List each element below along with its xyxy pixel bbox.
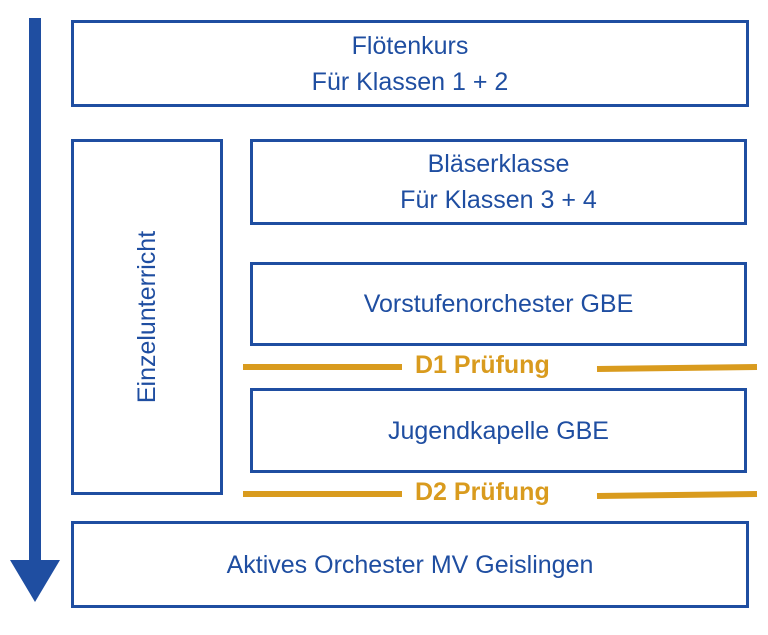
einzelunterricht-box: Einzelunterricht [71,139,223,495]
blaeserklasse-title: Bläserklasse [427,150,570,178]
progression-arrow-head [10,560,60,602]
d1-exam-label: D1 Prüfung [415,351,550,379]
floetenkurs-box: Flötenkurs Für Klassen 1 + 2 [71,20,749,107]
aktives-orchester-box: Aktives Orchester MV Geislingen [71,521,749,608]
jugendkapelle-label: Jugendkapelle GBE [388,416,609,445]
d2-separator-right [596,491,758,499]
vorstufenorchester-box: Vorstufenorchester GBE [250,262,747,346]
d1-separator-right [596,364,758,372]
blaeserklasse-subtitle: Für Klassen 3 + 4 [400,186,597,214]
floetenkurs-title: Flötenkurs [351,31,469,60]
jugendkapelle-box: Jugendkapelle GBE [250,388,747,473]
einzelunterricht-label: Einzelunterricht [133,230,161,404]
blaeserklasse-box: Bläserklasse Für Klassen 3 + 4 [250,139,747,225]
vorstufenorchester-label: Vorstufenorchester GBE [363,290,634,318]
aktives-orchester-label: Aktives Orchester MV Geislingen [226,550,594,579]
floetenkurs-subtitle: Für Klassen 1 + 2 [311,67,509,96]
d2-exam-label: D2 Prüfung [415,478,550,506]
